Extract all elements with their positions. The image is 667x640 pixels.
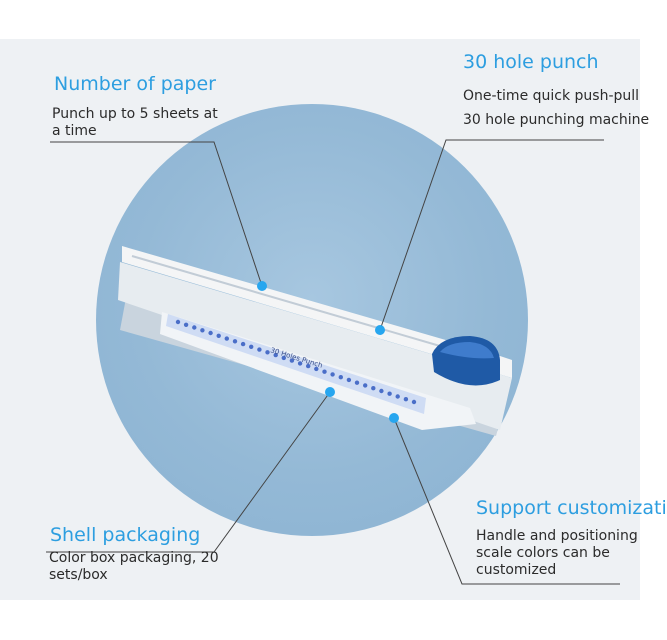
feature-desc-punch-line1: One-time quick push-pull	[463, 88, 640, 104]
punch-body	[118, 262, 512, 430]
punch-hole	[265, 350, 270, 355]
punch-hole	[346, 377, 352, 383]
punch-hole	[354, 380, 360, 385]
punch-hole	[224, 336, 229, 341]
punch-slot	[131, 255, 441, 347]
punch-hole	[273, 352, 278, 358]
callout-lines	[46, 139, 620, 585]
punch-hole	[216, 333, 221, 338]
punch-hole	[183, 322, 189, 327]
callout-dot-shell	[325, 387, 335, 397]
callout-dots	[257, 281, 399, 423]
punch-hole	[240, 341, 246, 347]
feature-desc-custom: Handle and positioning scale colors can …	[476, 528, 638, 578]
callout-line-punch	[379, 139, 604, 331]
punch-hole	[403, 397, 409, 402]
feature-title-punch: 30 hole punch	[463, 51, 599, 73]
punch-hole	[200, 328, 205, 333]
punch-handle-highlight	[440, 342, 494, 359]
punch-hole	[175, 319, 181, 325]
callout-dot-custom	[389, 413, 399, 423]
punch-hole	[249, 344, 254, 349]
punch-hole	[322, 369, 327, 374]
punch-hole	[387, 391, 392, 396]
punch-hole	[338, 375, 343, 380]
punch-hole	[281, 355, 286, 361]
punch-top-rail	[122, 246, 512, 378]
punch-hole	[411, 399, 417, 405]
punch-hole	[330, 372, 335, 377]
callout-line-custom	[393, 417, 620, 585]
feature-desc-paper: Punch up to 5 sheets at a time	[52, 106, 218, 139]
feature-title-paper: Number of paper	[54, 73, 216, 95]
punch-holes	[175, 319, 417, 405]
callout-line-paper	[50, 141, 263, 287]
feature-title-shell: Shell packaging	[50, 524, 201, 546]
callout-dot-paper	[257, 281, 267, 291]
punch-hole	[379, 388, 384, 394]
punch-hole	[306, 363, 311, 369]
punch-hole	[208, 330, 213, 336]
feature-title-custom: Support customizati	[476, 497, 667, 519]
punch-hole	[297, 361, 303, 366]
punch-hole	[395, 394, 400, 399]
punch-hole	[363, 383, 368, 388]
punch-hole	[232, 339, 238, 344]
punch-hole	[371, 386, 376, 391]
feature-desc-shell: Color box packaging, 20 sets/box	[49, 550, 219, 583]
callout-dot-punch	[375, 325, 385, 335]
feature-desc-punch-line2: 30 hole punching machine	[463, 112, 650, 128]
callout-line-shell	[46, 391, 331, 553]
punch-hole	[257, 347, 262, 352]
punch-hole	[289, 358, 295, 363]
positioning-scale	[166, 314, 426, 414]
punch-hole	[314, 366, 319, 372]
product-illustration: 30 Holes Punch	[46, 139, 620, 585]
punch-hole	[192, 325, 197, 330]
